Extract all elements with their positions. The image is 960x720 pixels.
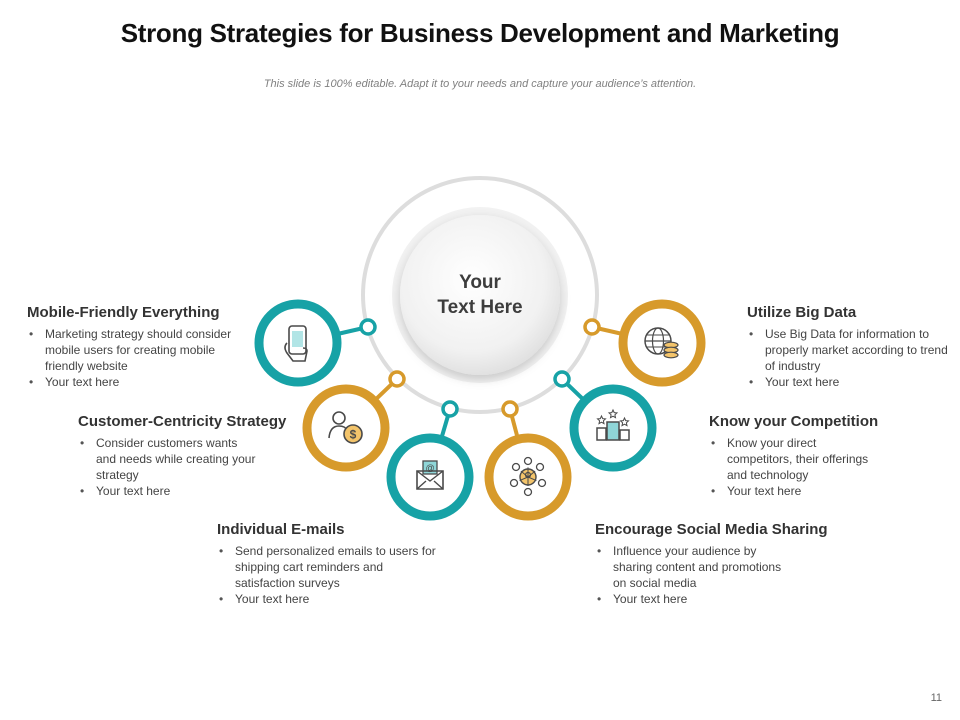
bullet: Marketing strategy should consider mobil… — [27, 326, 237, 374]
bullet: Influence your audience by sharing conte… — [595, 543, 785, 591]
item-title-email: Individual E-mails — [217, 521, 345, 538]
competition-podium-icon — [596, 408, 630, 441]
bullet: Your text here — [27, 374, 237, 390]
customer-money-icon: $ — [328, 411, 363, 444]
item-bullets-customer: Consider customers wants and needs while… — [78, 435, 258, 499]
bullet: Your text here — [217, 591, 437, 607]
center-label-line1: Your — [459, 272, 501, 293]
item-bullets-bigdata: Use Big Data for information to properly… — [747, 326, 952, 390]
bullet: Your text here — [709, 483, 884, 499]
slide-title: Strong Strategies for Business Developme… — [120, 18, 840, 48]
connector-dot — [583, 318, 601, 336]
bullet: Consider customers wants and needs while… — [78, 435, 258, 483]
item-block-competition: Know your Competition Know your direct c… — [709, 413, 884, 499]
slide-subtitle: This slide is 100% editable. Adapt it to… — [263, 78, 697, 90]
item-node-ring — [386, 433, 474, 521]
connector-dot — [388, 370, 406, 388]
item-bullets-email: Send personalized emails to users for sh… — [217, 543, 437, 607]
center-circle — [400, 215, 560, 375]
item-block-customer: Customer-Centricity Strategy Consider cu… — [78, 413, 287, 499]
item-title-competition: Know your Competition — [709, 413, 879, 430]
outer-ring — [361, 176, 599, 414]
bullet: Your text here — [78, 483, 258, 499]
bullet: Use Big Data for information to properly… — [747, 326, 952, 374]
item-bullets-social: Influence your audience by sharing conte… — [595, 543, 785, 607]
center-label-line2: Text Here — [437, 297, 523, 318]
big-data-globe-icon — [644, 327, 679, 359]
connector-dot — [359, 318, 377, 336]
item-block-social: Encourage Social Media Sharing Influence… — [595, 521, 828, 607]
bullet: Your text here — [595, 591, 785, 607]
item-title-bigdata: Utilize Big Data — [747, 304, 857, 321]
item-bullets-competition: Know your direct competitors, their offe… — [709, 435, 884, 499]
item-block-mobile: Mobile-Friendly Everything Marketing str… — [27, 304, 237, 390]
connector-dot — [501, 400, 519, 418]
connector-dot — [441, 400, 459, 418]
bullet: Send personalized emails to users for sh… — [217, 543, 437, 591]
center-label: Your Text Here — [400, 270, 560, 320]
bullet: Know your direct competitors, their offe… — [709, 435, 884, 483]
svg-text:$: $ — [350, 428, 357, 442]
bullet: Your text here — [747, 374, 952, 390]
item-title-mobile: Mobile-Friendly Everything — [27, 304, 220, 321]
item-block-bigdata: Utilize Big Data Use Big Data for inform… — [747, 304, 952, 390]
item-nodes: $@ — [254, 299, 706, 521]
email-envelope-icon: @ — [416, 460, 444, 490]
svg-text:@: @ — [425, 463, 434, 473]
item-block-email: Individual E-mails Send personalized ema… — [217, 521, 437, 607]
social-network-icon — [509, 456, 547, 497]
item-title-social: Encourage Social Media Sharing — [595, 521, 828, 538]
connector-dot — [553, 370, 571, 388]
connector-dots — [359, 318, 601, 418]
item-bullets-mobile: Marketing strategy should consider mobil… — [27, 326, 237, 390]
page-number: 11 — [930, 692, 942, 704]
item-title-customer: Customer-Centricity Strategy — [78, 413, 287, 430]
smartphone-icon — [284, 325, 308, 362]
